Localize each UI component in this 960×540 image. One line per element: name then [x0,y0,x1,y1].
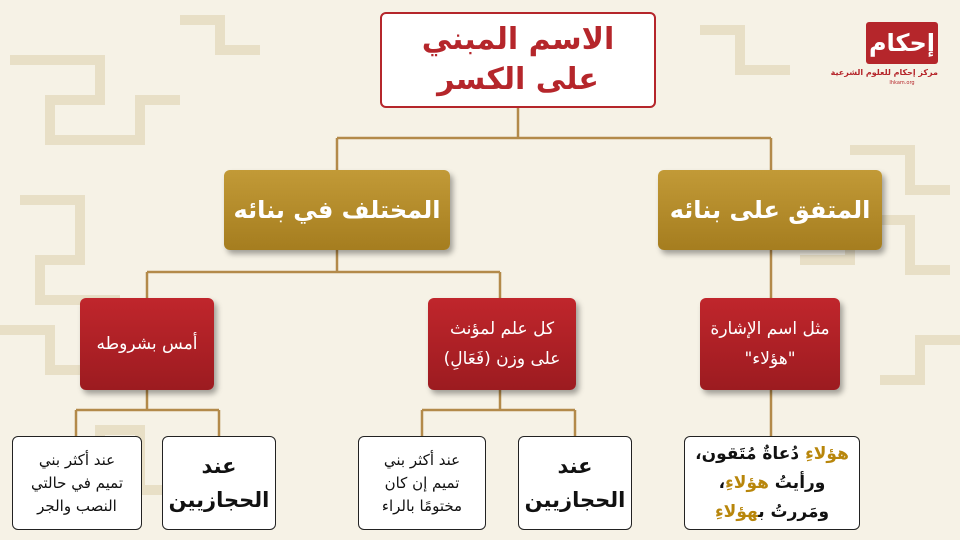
example-rest1: دُعاةٌ مُتَقون، [695,443,806,464]
node-demonstrative-line2: "هؤلاء" [744,349,796,369]
example-word3: هؤلاءِ [714,501,759,522]
example-line3: ومَررتُ بهؤلاءِ [715,498,829,527]
logo-mark: إحكام [866,22,938,64]
node-example: هؤلاءِ دُعاةٌ مُتَقون، ورأيتُ هؤلاءِ، وم… [684,436,860,530]
ams-hijaz-line2: الحجازيين [168,488,270,512]
ams-tamim-line2: تميم في حالتي [31,473,124,492]
example-word1: هؤلاءِ [805,443,849,464]
node-proper-noun-line2: على وزن (فَعَالِ) [443,349,561,369]
node-agreed-label: المتفق على بنائه [669,196,871,224]
node-ams-line1: أمس بشروطه [96,334,198,354]
example-rest2: ، [718,472,726,493]
node-agreed: المتفق على بنائه [658,170,882,250]
ams-tamim-line1: عند أكثر بني [38,450,116,469]
logo: إحكام مركز إحكام للعلوم الشرعية Ihkam.or… [830,22,938,88]
root-node: الاسم المبني على الكسر [380,12,656,108]
node-ams: أمس بشروطه [80,298,214,390]
node-demonstrative: مثل اسم الإشارة "هؤلاء" [700,298,840,390]
node-proper-noun-line1: كل علم لمؤنث [449,319,555,339]
node-demonstrative-line1: مثل اسم الإشارة [710,319,830,339]
fam-tamim-line1: عند أكثر بني [383,450,461,469]
root-line1: الاسم المبني [421,22,615,57]
node-disputed: المختلف في بنائه [224,170,450,250]
root-line2: على الكسر [437,62,599,97]
logo-subtitle: مركز إحكام للعلوم الشرعية [830,68,938,77]
fam-tamim-line2: تميم إن كان [384,473,460,492]
fam-tamim-line3: مختومًا بالراء [381,496,463,515]
node-fam-hijaz: عند الحجازيين [518,436,632,530]
node-ams-tamim: عند أكثر بني تميم في حالتي النصب والجر [12,436,142,530]
node-proper-noun: كل علم لمؤنث على وزن (فَعَالِ) [428,298,576,390]
ams-tamim-line3: النصب والجر [37,496,117,515]
node-fam-tamim: عند أكثر بني تميم إن كان مختومًا بالراء [358,436,486,530]
fam-hijaz-line2: الحجازيين [524,488,626,512]
example-word2: هؤلاءِ [725,472,769,493]
ams-hijaz-line1: عند [201,454,237,478]
example-line1: هؤلاءِ دُعاةٌ مُتَقون، [695,440,849,469]
fam-hijaz-line1: عند [557,454,593,478]
example-pre3: ومَررتُ ب [758,501,830,522]
node-disputed-label: المختلف في بنائه [233,196,441,224]
example-line2: ورأيتُ هؤلاءِ، [719,469,826,498]
example-pre2: ورأيتُ [768,472,826,493]
node-ams-hijaz: عند الحجازيين [162,436,276,530]
logo-tagline: Ihkam.org [889,80,915,86]
